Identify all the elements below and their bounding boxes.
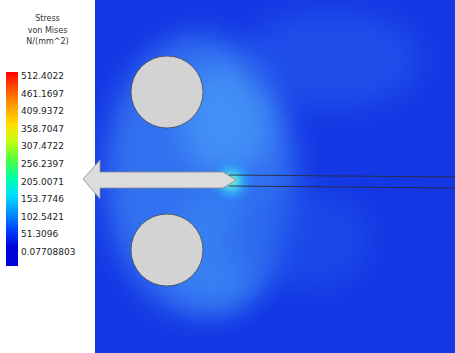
legend-value: 461.1697 [21,89,64,99]
pin-hole [131,214,203,286]
legend-value: 0.07708803 [21,247,75,257]
colorbar-segment [6,178,18,196]
legend-value: 51.3096 [21,229,58,239]
legend-panel [0,0,95,353]
legend-header: von Mises [0,26,95,35]
colorbar-segment [6,107,18,125]
colorbar-segment [6,142,18,160]
legend-value: 256.2397 [21,159,64,169]
colorbar-segment [6,230,18,248]
crack-line [229,175,455,177]
legend-value: 307.4722 [21,141,64,151]
legend-value: 102.5421 [21,212,64,222]
stress-gradient [105,10,420,315]
legend-value: 153.7746 [21,194,64,204]
crack-notch [83,160,236,199]
legend-value: 358.7047 [21,124,64,134]
colorbar-segment [6,125,18,143]
legend-value: 409.9372 [21,106,64,116]
colorbar-segment [6,160,18,178]
legend-value: 205.0071 [21,177,64,187]
colorbar-segment [6,90,18,108]
legend-value: 512.4022 [21,71,64,81]
colorbar-segment [6,72,18,90]
colorbar-segment [6,213,18,231]
crack-line [229,186,455,188]
pin-hole [131,56,203,128]
colorbar-segment [6,195,18,213]
legend-header: Stress [0,14,95,23]
colorbar-segment [6,248,18,266]
legend-header: N/(mm^2) [0,37,95,46]
